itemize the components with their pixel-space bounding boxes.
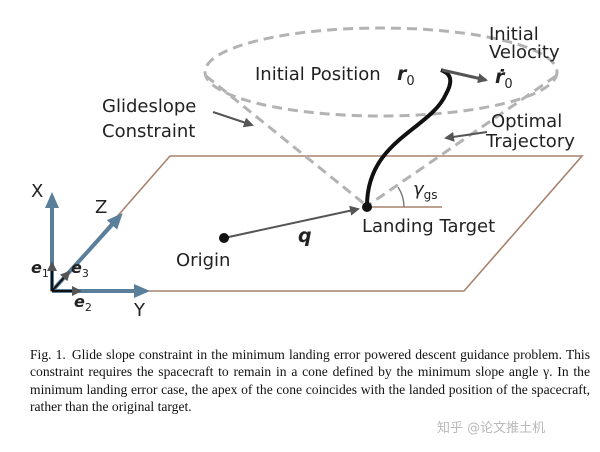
glideslope-figure: Initial Velocity ṙ0 Initial Position r0 …	[31, 24, 584, 321]
figure-caption: Fig. 1.Glide slope constraint in the min…	[30, 346, 590, 416]
cone-left-edge	[205, 74, 368, 208]
initial-position-symbol: r0	[397, 63, 415, 89]
q-symbol: q	[298, 225, 312, 247]
landing-target-point	[362, 202, 372, 212]
caption-lead: Fig. 1.	[30, 347, 66, 362]
e2-symbol: e2	[74, 292, 92, 314]
e3-unit-arrow	[51, 270, 71, 292]
e3-symbol: e3	[71, 258, 89, 280]
initial-position-label: Initial Position	[255, 64, 381, 85]
landing-target-label: Landing Target	[362, 216, 495, 237]
optimal-trajectory-pointer-arrow	[444, 131, 488, 142]
cone-top-ellipse	[203, 26, 559, 118]
cone-right-edge	[366, 74, 557, 208]
glideslope-label-line2: Constraint	[102, 121, 195, 142]
caption-text: Glide slope constraint in the minimum la…	[30, 347, 590, 415]
y-axis-label: Y	[133, 300, 146, 321]
q-vector-arrow	[223, 205, 360, 239]
initial-velocity-arrow	[441, 68, 488, 84]
glideslope-pointer-arrow	[212, 111, 254, 128]
origin-label: Origin	[176, 250, 230, 271]
optimal-trajectory-label-line1: Optimal	[491, 111, 562, 132]
optimal-trajectory-curve	[365, 68, 453, 207]
initial-velocity-symbol: ṙ0	[495, 66, 513, 92]
optimal-trajectory-label-line2: Trajectory	[485, 131, 575, 152]
ground-plane	[50, 155, 584, 292]
x-axis-label: X	[31, 181, 43, 202]
initial-velocity-label-line1: Initial	[489, 24, 539, 45]
glideslope-label-line1: Glideslope	[102, 96, 196, 117]
e1-symbol: e1	[31, 258, 49, 280]
gamma-gs-label: γgs	[413, 179, 438, 202]
origin-point	[219, 233, 229, 243]
glideslope-angle-arc	[397, 186, 405, 208]
z-axis-label: Z	[95, 197, 107, 218]
watermark: 知乎 @论文推土机	[437, 421, 546, 436]
initial-velocity-label-line2: Velocity	[489, 42, 560, 63]
